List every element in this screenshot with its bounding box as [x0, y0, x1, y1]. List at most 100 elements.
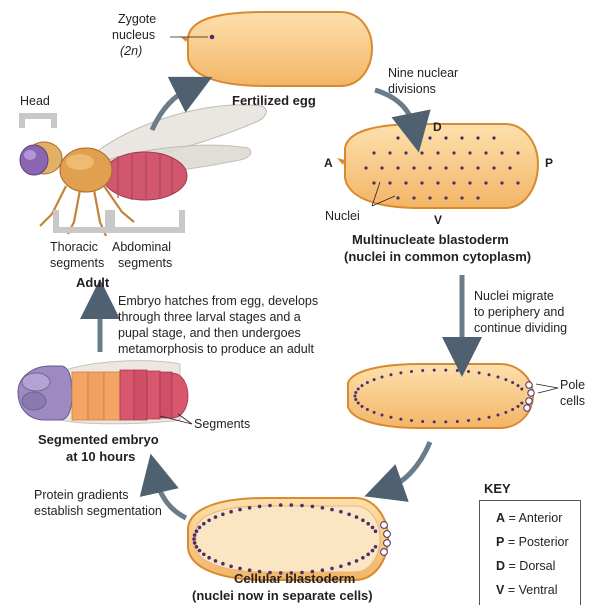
- nucleus-dot: [207, 519, 211, 523]
- nucleus-dot: [388, 181, 391, 184]
- nucleus-dot: [366, 408, 369, 411]
- zygote-label-line2: nucleus: [112, 28, 155, 43]
- step2-line3: continue dividing: [474, 321, 567, 336]
- step4-line4: metamorphosis to produce an adult: [118, 342, 314, 357]
- nucleus-dot: [390, 416, 393, 419]
- nucleus-dot: [374, 529, 378, 533]
- nucleus-dot: [290, 503, 294, 507]
- nucleus-dot: [229, 510, 233, 514]
- nucleus-dot: [193, 541, 197, 545]
- abdominal-label-line1: Abdominal: [112, 240, 171, 255]
- nucleus-dot: [195, 529, 199, 533]
- zygote-nucleus-dot: [210, 35, 215, 40]
- nucleus-dot: [460, 196, 463, 199]
- nucleus-dot: [504, 378, 507, 381]
- nuclei-label: Nuclei: [325, 209, 360, 224]
- nucleus-dot: [517, 405, 520, 408]
- nucleus-dot: [238, 508, 242, 512]
- nucleus-dot: [390, 373, 393, 376]
- nucleus-dot: [371, 526, 375, 530]
- key-row-ventral: V = Ventral: [496, 583, 558, 597]
- cellular-title-line1: Cellular blastoderm: [234, 571, 355, 586]
- nucleus-dot: [361, 556, 365, 560]
- nucleus-dot: [504, 411, 507, 414]
- nucleus-dot: [354, 391, 357, 394]
- step4-line2: through three larval stages and a: [118, 310, 301, 325]
- nucleus-dot: [492, 166, 495, 169]
- nucleus-dot: [300, 504, 304, 508]
- nucleus-dot: [478, 418, 481, 421]
- nucleus-dot: [404, 151, 407, 154]
- nucleus-dot: [488, 373, 491, 376]
- nucleus-dot: [484, 151, 487, 154]
- nucleus-dot: [207, 556, 211, 560]
- nucleus-dot: [198, 526, 202, 530]
- nucleus-dot: [366, 522, 370, 526]
- nucleus-dot: [420, 181, 423, 184]
- segmented-embryo: [18, 361, 188, 424]
- nucleus-dot: [366, 553, 370, 557]
- nucleus-dot: [202, 553, 206, 557]
- nucleus-dot: [214, 515, 218, 519]
- nucleus-dot: [444, 369, 447, 372]
- nucleus-dot: [456, 420, 459, 423]
- nucleus-dot: [221, 562, 225, 566]
- nucleus-dot: [428, 166, 431, 169]
- nucleus-dot: [436, 181, 439, 184]
- thoracic-label-line2: segments: [50, 256, 104, 271]
- nucleus-dot: [412, 136, 415, 139]
- nucleus-dot: [452, 181, 455, 184]
- nucleus-dot: [396, 196, 399, 199]
- nucleus-dot: [497, 376, 500, 379]
- nucleus-dot: [488, 416, 491, 419]
- nucleus-dot: [500, 181, 503, 184]
- nucleus-dot: [354, 398, 357, 401]
- nucleus-dot: [361, 519, 365, 523]
- nucleus-dot: [354, 395, 357, 398]
- nucleus-dot: [404, 181, 407, 184]
- nucleus-dot: [476, 136, 479, 139]
- zygote-label-line1: Zygote: [118, 12, 156, 27]
- nucleus-dot: [198, 549, 202, 553]
- nucleus-dot: [388, 151, 391, 154]
- nucleus-dot: [357, 402, 360, 405]
- nucleus-dot: [517, 384, 520, 387]
- nucleus-dot: [357, 388, 360, 391]
- nucleus-dot: [484, 181, 487, 184]
- nucleus-dot: [361, 405, 364, 408]
- nucleus-dot: [476, 196, 479, 199]
- step3-line2: establish segmentation: [34, 504, 162, 519]
- nucleus-dot: [444, 136, 447, 139]
- nucleus-dot: [468, 151, 471, 154]
- nucleus-dot: [497, 414, 500, 417]
- nucleus-dot: [371, 549, 375, 553]
- key-box: A = Anterior P = Posterior D = Dorsal V …: [479, 500, 581, 605]
- nucleus-dot: [428, 136, 431, 139]
- key-title: KEY: [484, 481, 511, 496]
- nucleus-dot: [311, 505, 315, 509]
- nucleus-dot: [372, 151, 375, 154]
- nucleus-dot: [361, 384, 364, 387]
- step2-line2: to periphery and: [474, 305, 564, 320]
- nucleus-dot: [410, 370, 413, 373]
- nucleus-dot: [500, 151, 503, 154]
- key-row-anterior: A = Anterior: [496, 511, 562, 525]
- nucleus-dot: [516, 181, 519, 184]
- nucleus-dot: [248, 506, 252, 510]
- key-row-dorsal: D = Dorsal: [496, 559, 555, 573]
- step1-line2: divisions: [388, 82, 436, 97]
- nucleus-dot: [258, 505, 262, 509]
- nucleus-dot: [412, 166, 415, 169]
- nucleus-dot: [492, 136, 495, 139]
- nucleus-dot: [460, 166, 463, 169]
- nucleus-dot: [436, 151, 439, 154]
- nucleus-dot: [238, 567, 242, 571]
- head-label: Head: [20, 94, 50, 109]
- nucleus-dot: [347, 562, 351, 566]
- abdominal-label-line2: segments: [118, 256, 172, 271]
- axis-p-label: P: [545, 156, 553, 171]
- nucleus-dot: [444, 420, 447, 423]
- nucleus-dot: [355, 515, 359, 519]
- nucleus-dot: [516, 151, 519, 154]
